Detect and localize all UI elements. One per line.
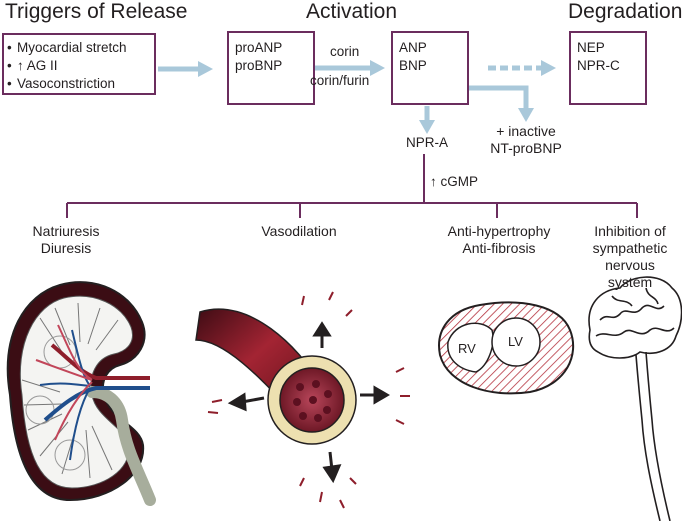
nep-label: NEP	[577, 40, 605, 55]
outcome-sympathetic-inhibition: Inhibition of sympathetic nervous system	[582, 223, 678, 291]
inactive-line-2: NT-proBNP	[490, 140, 562, 156]
outcome-natriuresis: Natriuresis Diuresis	[18, 223, 114, 257]
anti-fibrosis-label: Anti-fibrosis	[462, 240, 536, 256]
heading-activation: Activation	[306, 0, 398, 23]
pro-anp-label: proANP	[235, 40, 283, 55]
heart-illustration	[438, 301, 575, 395]
brain-illustration	[588, 276, 682, 521]
degradation-box: NEP NPR-C	[569, 31, 647, 105]
outcome-vasodilation: Vasodilation	[244, 223, 354, 240]
bnp-label: BNP	[399, 58, 427, 73]
inactive-line-1: + inactive	[496, 123, 556, 139]
arrow-pro-to-active	[315, 60, 385, 76]
rv-label: RV	[458, 341, 476, 356]
kidney-illustration	[6, 281, 156, 506]
trigger-item: Myocardial stretch	[7, 39, 127, 57]
triggers-list: Myocardial stretch ↑ AG II Vasoconstrict…	[7, 39, 127, 93]
outcome-antihypertrophy: Anti-hypertrophy Anti-fibrosis	[440, 223, 558, 257]
inhibition-line-1: Inhibition of	[594, 223, 666, 239]
arrow-active-to-inactive	[468, 85, 534, 122]
npr-a-label: NPR-A	[406, 135, 449, 150]
trigger-item: Vasoconstriction	[7, 75, 127, 93]
inhibition-line-4: system	[607, 274, 653, 290]
diuresis-label: Diuresis	[40, 240, 92, 256]
anp-label: ANP	[399, 40, 427, 55]
corin-furin-label: corin/furin	[310, 73, 370, 88]
active-peptides-box: ANP BNP	[391, 31, 469, 105]
cgmp-label: ↑ cGMP	[430, 174, 479, 189]
heading-degradation: Degradation	[568, 0, 682, 23]
effects-tree	[66, 154, 638, 218]
corin-label: corin	[330, 44, 360, 59]
pro-peptides-box: proANP proBNP	[227, 31, 315, 105]
inhibition-line-2: sympathetic	[592, 240, 668, 256]
inactive-nt-probnp-label: + inactive NT-proBNP	[486, 123, 566, 157]
heading-triggers: Triggers of Release	[5, 0, 188, 23]
pro-bnp-label: proBNP	[235, 58, 283, 73]
vessel-illustration	[195, 291, 410, 509]
anti-hypertrophy-label: Anti-hypertrophy	[447, 223, 551, 239]
vasodilation-label: Vasodilation	[261, 223, 337, 239]
npr-c-label: NPR-C	[577, 58, 620, 73]
arrow-triggers-to-pro	[158, 61, 213, 77]
inhibition-line-3: nervous	[605, 257, 655, 273]
lv-label: LV	[508, 334, 523, 349]
triggers-box: Myocardial stretch ↑ AG II Vasoconstrict…	[2, 33, 156, 95]
natriuresis-label: Natriuresis	[32, 223, 100, 239]
arrow-active-to-npra	[419, 106, 435, 134]
arrow-active-to-degradation-dashed	[488, 60, 556, 76]
trigger-item: ↑ AG II	[7, 57, 127, 75]
